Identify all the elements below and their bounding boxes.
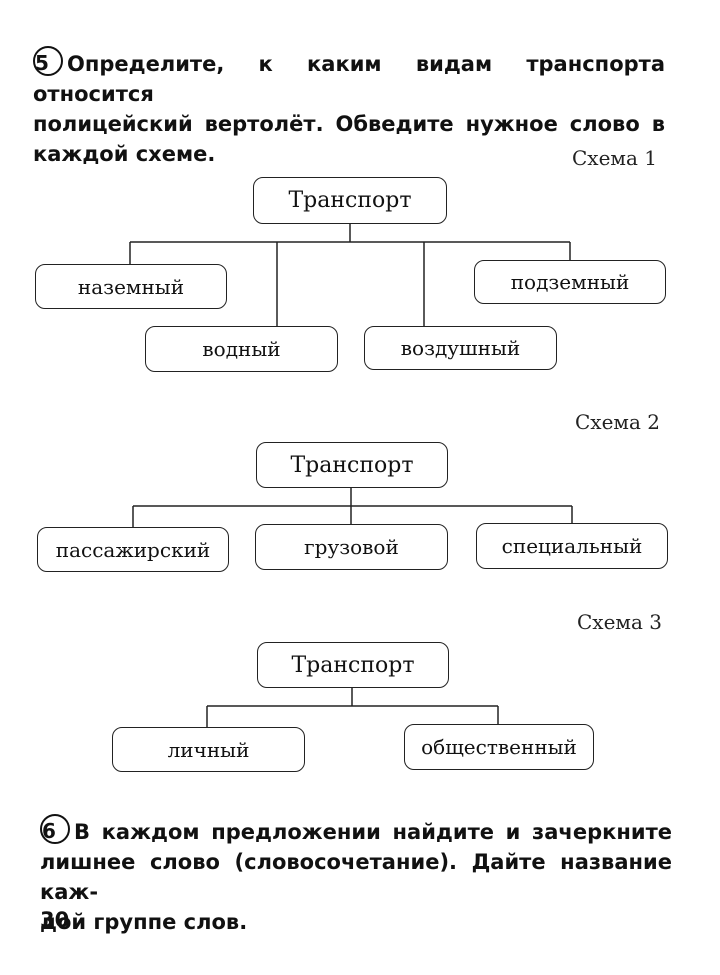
scheme-3-root-box: Транспорт [257,642,449,688]
scheme-3-option-personal: личный [112,727,305,772]
task-6-number: 6 [40,814,70,844]
scheme-3-option-public: общественный [404,724,594,770]
task-6-line-3: дой группе слов. [40,910,248,934]
task-6-line-2: лишнее слово (словосочетание). Дайте наз… [40,850,672,904]
scheme-1-option-underground: подземный [474,260,666,304]
scheme-1-option-ground: наземный [35,264,227,309]
scheme-1-label: Схема 1 [572,146,657,170]
task-5-line-3: каждой схеме. [33,142,216,166]
scheme-3-label: Схема 3 [577,610,662,634]
task-5-line-2: полицейский вертолёт. Обведите нужное сл… [33,112,665,136]
scheme-2-option-special: специальный [476,523,668,569]
scheme-1-root-box: Транспорт [253,177,447,224]
scheme-2-option-cargo: грузовой [255,524,448,570]
page-number: 30 [40,908,70,932]
scheme-1-option-water: водный [145,326,338,372]
scheme-2-root-box: Транспорт [256,442,448,488]
scheme-2-option-passenger: пассажирский [37,527,229,572]
scheme-2-label: Схема 2 [575,410,660,434]
scheme-1-option-air: воздушный [364,326,557,370]
task-5-number: 5 [33,46,63,76]
